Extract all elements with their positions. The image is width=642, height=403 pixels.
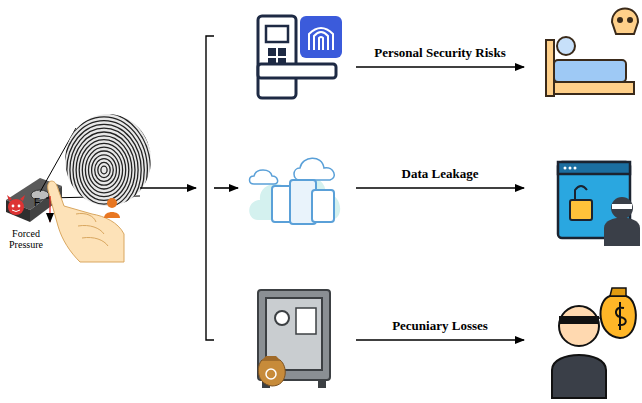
thief-money-icon bbox=[552, 288, 636, 398]
hand bbox=[48, 181, 124, 262]
data-leak-icon bbox=[558, 162, 640, 246]
smart-lock-icon bbox=[258, 16, 342, 98]
bracket bbox=[206, 36, 214, 340]
cloud-phones-icon bbox=[249, 158, 340, 224]
risk-label: Data Leakage bbox=[400, 167, 481, 181]
safe-icon bbox=[258, 290, 330, 388]
risk-label: Pecuniary Losses bbox=[390, 319, 490, 333]
force-label: F bbox=[34, 197, 40, 208]
attacker-devil bbox=[7, 195, 25, 215]
victim-person bbox=[104, 198, 120, 218]
force-caption: Forced Pressure bbox=[2, 228, 50, 250]
risk-label: Personal Security Risks bbox=[372, 46, 507, 60]
bed-skull-icon bbox=[546, 9, 638, 97]
